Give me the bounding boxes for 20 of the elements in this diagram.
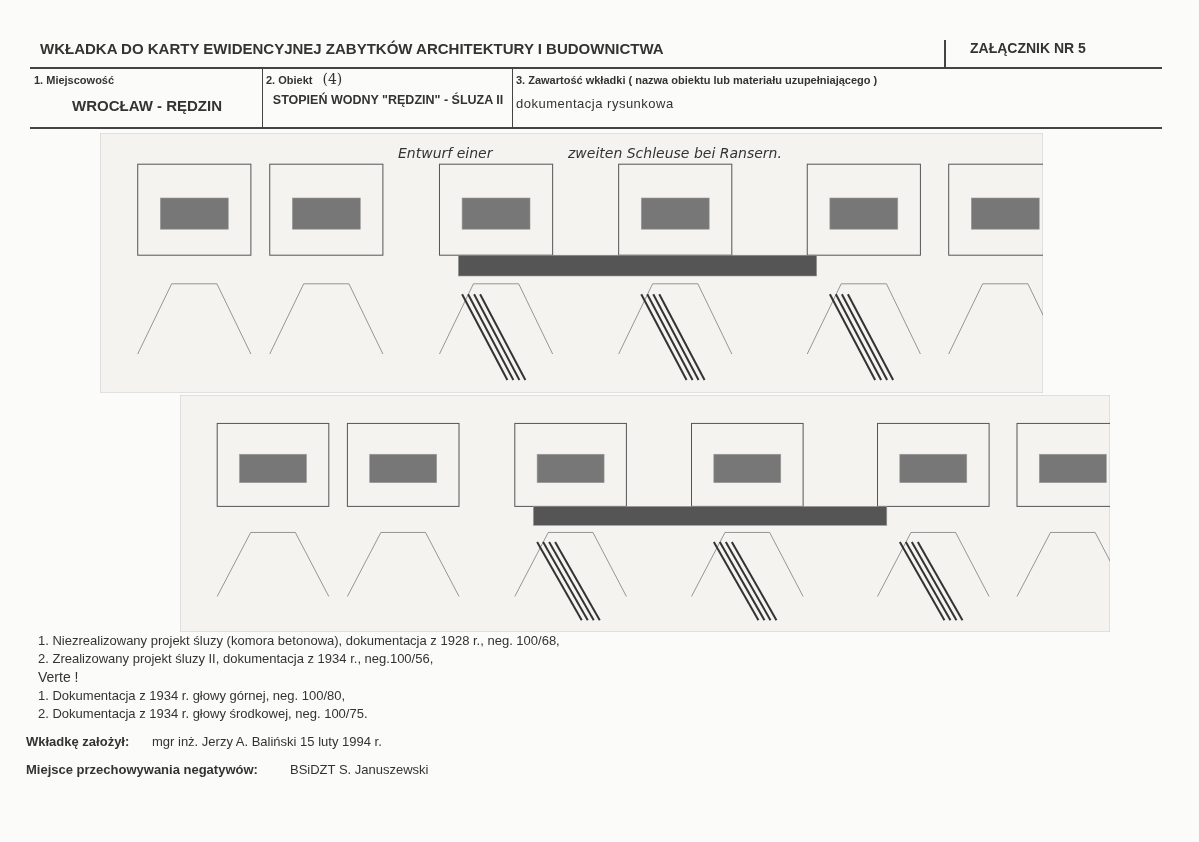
field-value: WROCŁAW - RĘDZIN: [71, 98, 223, 115]
field-label: Miejsce przechowywania negatywów:: [26, 762, 258, 777]
field-label: Wkładkę założył:: [26, 734, 130, 749]
drawing-title: zweiten Schleuse bei Ransern.: [568, 145, 782, 161]
field-label: 1. Miejscowość: [34, 74, 115, 86]
note-text: Verte !: [38, 669, 79, 685]
field-value: BSiDZT S. Januszewski: [290, 762, 429, 777]
note-text: 2. Dokumentacja z 1934 r. głowy środkowej, neg. 100/75.: [38, 706, 368, 721]
note-text: 1. Niezrealizowany projekt śluzy (komora betonowa), dokumentacja z 1928 r., neg. 100/68,: [38, 633, 560, 648]
note-text: 2. Zrealizowany projekt śluzy II, dokumentacja z 1934 r., neg.100/56,: [38, 651, 434, 666]
field-value: STOPIEŃ WODNY "RĘDZIN" - ŚLUZA II: [271, 94, 505, 108]
form-heading: ZAŁĄCZNIK NR 5: [970, 40, 1087, 56]
form-heading: WKŁADKA DO KARTY EWIDENCYJNEJ ZABYTKÓW ARCHITEKTURY I BUDOWNICTWA: [40, 40, 665, 57]
field-value: dokumentacja rysunkowa: [516, 96, 675, 111]
handwritten-number: (4): [322, 71, 343, 87]
field-label: 3. Zawartość wkładki ( nazwa obiektu lub materiału uzupełniającego ): [516, 74, 878, 86]
drawing-title: Entwurf einer: [398, 145, 493, 161]
field-label: 2. Obiekt: [266, 74, 313, 86]
note-text: 1. Dokumentacja z 1934 r. głowy górnej, neg. 100/80,: [38, 688, 346, 703]
field-value: mgr inż. Jerzy A. Baliński 15 luty 1994 r.: [152, 734, 382, 749]
